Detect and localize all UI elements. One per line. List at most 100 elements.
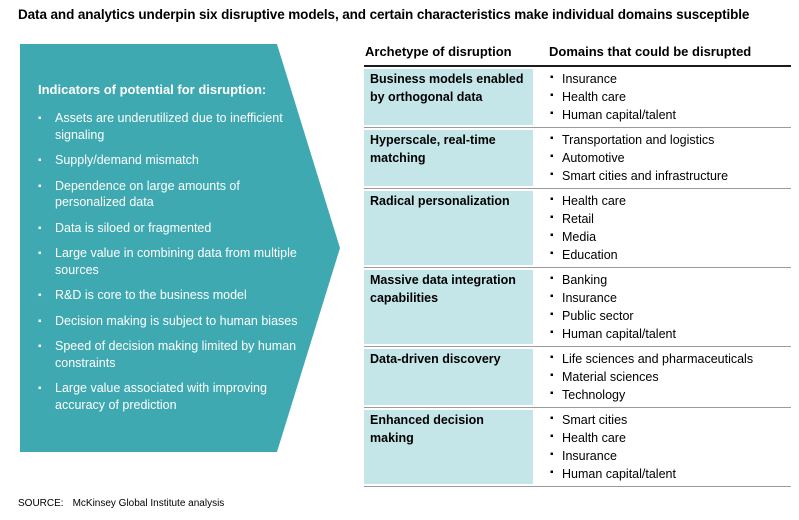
indicator-text: Supply/demand mismatch [55,153,199,167]
table-row: Business models enabled by orthogonal da… [364,67,791,128]
source-text: McKinsey Global Institute analysis [72,498,225,509]
list-item: ▪ Retail [540,210,791,228]
domain-text: Smart cities [562,413,628,427]
table-row: Hyperscale, real-time matching ▪ Transpor… [364,128,791,189]
bullet-icon: ▪ [550,388,554,399]
arrow-heading: Indicators of potential for disruption: [38,82,267,97]
archetype-cell: Hyperscale, real-time matching [364,130,533,186]
domain-text: Retail [562,212,594,226]
bullet-icon: ▪ [38,248,42,259]
list-item: ▪ Health care [540,192,791,210]
domain-text: Transportation and logistics [562,133,715,147]
list-item: ▪Banking [540,271,791,289]
domains-cell: ▪Banking ▪Insurance ▪Public sector ▪Huma… [540,270,791,344]
bullet-icon: ▪ [550,72,554,83]
archetype-cell: Data-driven discovery [364,349,533,405]
list-item: ▪ Health care [540,429,791,447]
bullet-icon: ▪ [38,383,42,394]
bullet-icon: ▪ [38,113,42,124]
domain-text: Banking [562,273,608,287]
domains-cell: ▪ Smart cities ▪ Health care ▪ Insurance ▪ H… [540,410,791,484]
list-item: ▪ Technology [540,386,791,404]
bullet-icon: ▪ [550,309,554,320]
domain-text: Insurance [562,449,617,463]
domain-text: Education [562,248,618,262]
domain-list: ▪Health care ▪Retail ▪Media ▪Education [540,192,791,264]
list-item: ▪Education [540,246,791,264]
column-header-archetype: Archetype of disruption [365,44,512,59]
bullet-icon: ▪ [550,467,554,478]
list-item: ▪ Supply/demand mismatch [38,152,298,169]
domains-cell: ▪ Insurance ▪ Health care ▪ Human capital/t… [540,69,791,125]
list-item: ▪ Human capital/talent [540,106,791,124]
list-item: ▪ Speed of decision making limited by hum… [38,338,298,371]
bullet-icon: ▪ [550,151,554,162]
domain-text: Health care [562,194,626,208]
arrow-content: Indicators of potential for disruption: … [20,44,300,413]
bullet-icon: ▪ [550,431,554,442]
indicator-text: R&D is core to the business model [55,288,247,302]
bullet-icon: ▪ [550,327,554,338]
table-row: Enhanced decision making ▪ Smart cities ▪… [364,408,791,487]
indicator-text: Large value in combining data from multi… [55,246,297,277]
domain-text: Insurance [562,72,617,86]
arrow-indicator-list: ▪Assets are underutilized due to ineffic… [38,110,300,413]
bullet-icon: ▪ [550,108,554,119]
domain-list: ▪ Life sciences and pharmaceuticals ▪ Mate… [540,350,791,404]
column-header-domains: Domains that could be disrupted [549,44,752,59]
bullet-icon: ▪ [550,230,554,241]
bullet-icon: ▪ [550,370,554,381]
source-label: SOURCE: [18,498,64,509]
list-item: ▪ Insurance [540,70,791,88]
domain-text: Health care [562,90,626,104]
bullet-icon: ▪ [550,90,554,101]
list-item: ▪Insurance [540,289,791,307]
domain-text: Life sciences and pharmaceuticals [562,352,754,366]
list-item: ▪Human capital/talent [540,325,791,343]
list-item: ▪ Large value associated with improving a… [38,380,298,413]
list-item: ▪ Material sciences [540,368,791,386]
bullet-icon: ▪ [550,133,554,144]
archetype-cell: Radical personalization [364,191,533,265]
list-item: ▪ Large value in combining data from mult… [38,245,298,278]
table-row: Data-driven discovery ▪ Life sciences and… [364,347,791,408]
bullet-icon: ▪ [38,341,42,352]
list-item: ▪Public sector [540,307,791,325]
list-item: ▪Smart cities and infrastructure [540,167,791,185]
bullet-icon: ▪ [550,194,554,205]
list-item: ▪Media [540,228,791,246]
indicator-text: Dependence on large amounts of personali… [55,178,240,210]
list-item: ▪ Smart cities [540,411,791,429]
indicator-text: Speed of decision making limited by huma… [55,339,297,370]
list-item: ▪R&D is core to the business model [38,287,298,304]
list-item: ▪ Dependence on large amounts of personal… [38,178,298,211]
domain-text: Human capital/talent [562,108,676,122]
list-item: ▪Decision making is subject to human bia… [38,313,298,330]
table-row: Radical personalization ▪ Health care ▪ Re… [364,189,791,268]
source-note: SOURCE: McKinsey Global Institute analysi… [18,498,224,509]
domain-text: Insurance [562,291,617,305]
list-item: ▪ Transportation and logistics [540,131,791,149]
bullet-icon: ▪ [38,315,42,327]
list-item: ▪ Human capital/talent [540,465,791,483]
indicator-text: Large value associated with improving ac… [55,381,267,412]
domain-text: Technology [562,388,626,402]
domain-text: Human capital/talent [562,467,676,481]
list-item: ▪ Automotive [540,149,791,167]
archetype-cell: Business models enabled by orthogonal da… [364,69,533,125]
bullet-icon: ▪ [550,212,554,223]
bullet-icon: ▪ [550,413,554,424]
bullet-icon: ▪ [38,155,42,166]
archetype-cell: Enhanced decision making [364,410,533,484]
domain-text: Automotive [562,151,625,165]
domain-text: Health care [562,431,626,445]
archetype-cell: Massive data integration capabilities [364,270,533,344]
disruption-indicators-arrow: Indicators of potential for disruption: … [20,44,340,452]
list-item: ▪ Health care [540,88,791,106]
domain-list: ▪ Transportation and logistics ▪ Automotiv… [540,131,791,185]
bullet-icon: ▪ [38,180,42,192]
domain-text: Material sciences [562,370,659,384]
disruption-table: Archetype of disruption Domains that cou… [364,44,791,487]
domain-list: ▪Banking ▪Insurance ▪Public sector ▪Huma… [540,271,791,343]
